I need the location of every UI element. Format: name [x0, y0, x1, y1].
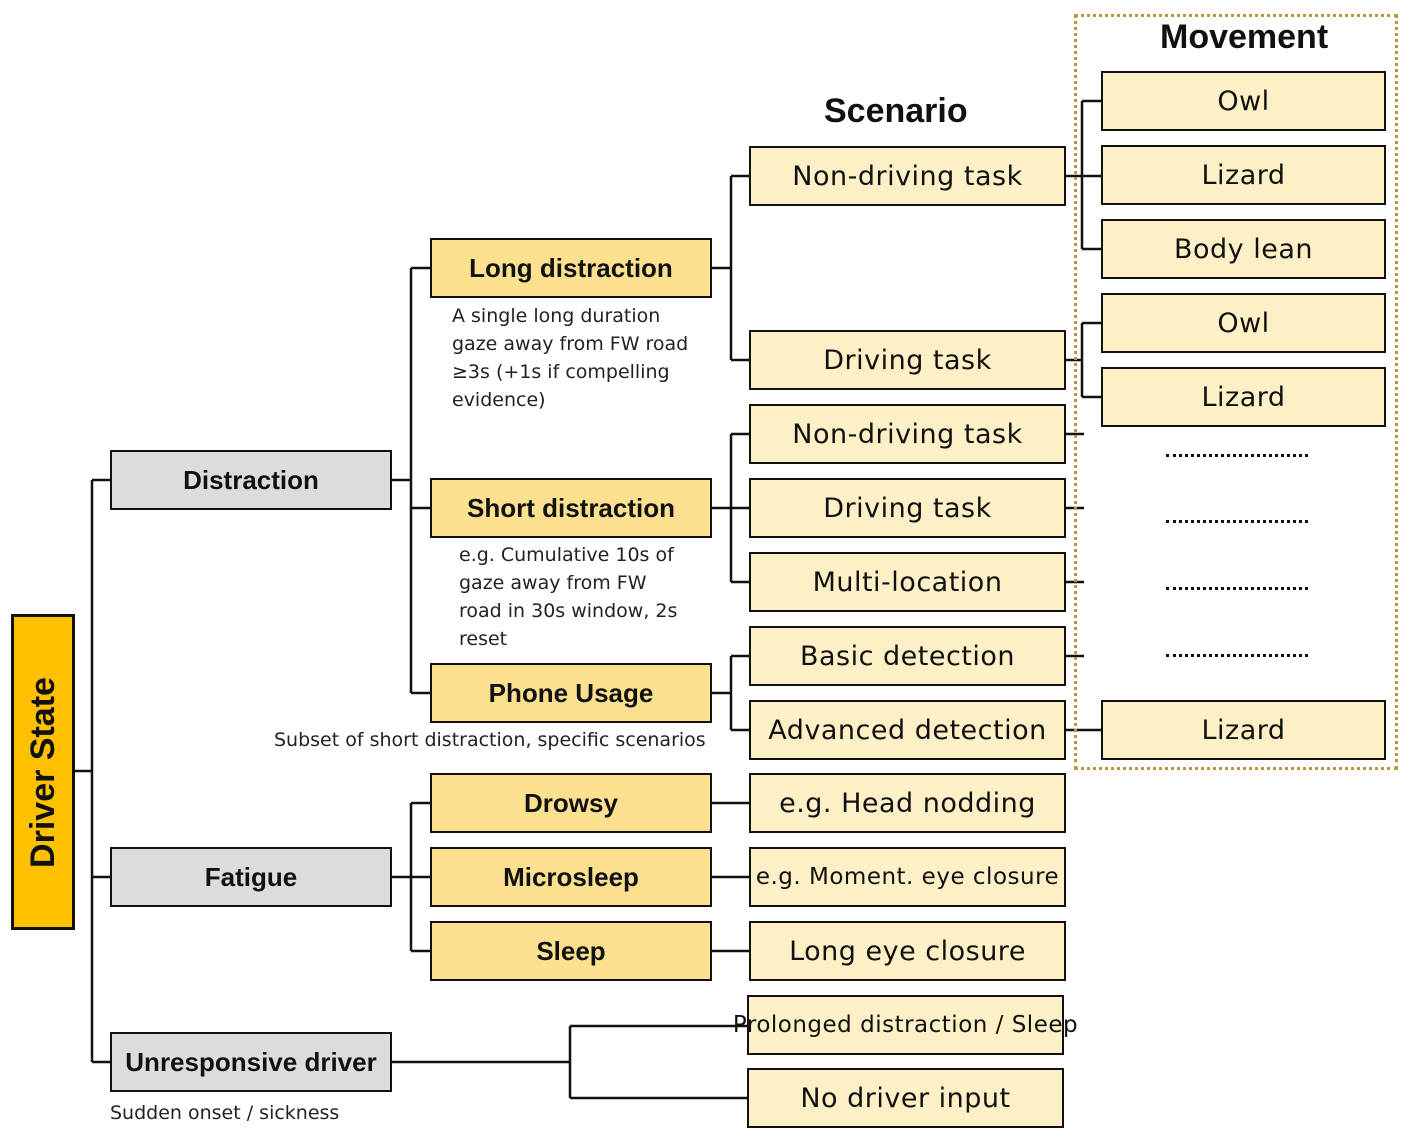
category-unresponsive-driver: Unresponsive driver — [110, 1032, 392, 1092]
note-line: gaze away from FW road — [452, 333, 689, 355]
movement-placeholder — [1166, 520, 1308, 523]
type-sleep: Sleep — [430, 921, 712, 981]
note-short-distraction: e.g. Cumulative 10s of gaze away from FW… — [459, 541, 677, 653]
scenario-long-eye-closure: Long eye closure — [749, 921, 1066, 981]
root-label: Driver State — [23, 676, 62, 868]
note-line: gaze away from FW — [459, 572, 647, 594]
note-line: ≥3s (+1s if compelling — [452, 361, 670, 383]
movement-heading: Movement — [1160, 18, 1329, 56]
scenario-head-nodding: e.g. Head nodding — [749, 773, 1066, 833]
note-line: evidence) — [452, 389, 546, 411]
root-node-driver-state: Driver State — [11, 614, 75, 930]
scenario-short-non-driving-task: Non-driving task — [749, 404, 1066, 464]
note-unresponsive: Sudden onset / sickness — [110, 1102, 340, 1124]
category-fatigue: Fatigue — [110, 847, 392, 907]
type-long-distraction: Long distraction — [430, 238, 712, 298]
movement-placeholder — [1166, 587, 1308, 590]
scenario-multi-location: Multi-location — [749, 552, 1066, 612]
scenario-prolonged-distraction-sleep: Prolonged distraction / Sleep — [733, 995, 1078, 1055]
scenario-short-driving-task: Driving task — [749, 478, 1066, 538]
note-phone-usage: Subset of short distraction, specific sc… — [274, 729, 706, 751]
movement-body-lean: Body lean — [1101, 219, 1386, 279]
type-phone-usage: Phone Usage — [430, 663, 712, 723]
note-long-distraction: A single long duration gaze away from FW… — [452, 302, 688, 414]
movement-lizard: Lizard — [1101, 145, 1386, 205]
movement-owl: Owl — [1101, 293, 1386, 353]
movement-lizard: Lizard — [1101, 700, 1386, 760]
scenario-long-driving-task: Driving task — [749, 330, 1066, 390]
scenario-long-non-driving-task: Non-driving task — [749, 146, 1066, 206]
scenario-basic-detection: Basic detection — [749, 626, 1066, 686]
movement-owl: Owl — [1101, 71, 1386, 131]
category-distraction: Distraction — [110, 450, 392, 510]
movement-placeholder — [1166, 454, 1308, 457]
type-short-distraction: Short distraction — [430, 478, 712, 538]
movement-group-frame — [1074, 14, 1398, 770]
note-line: road in 30s window, 2s — [459, 600, 678, 622]
note-line: reset — [459, 628, 508, 650]
type-drowsy: Drowsy — [430, 773, 712, 833]
movement-lizard: Lizard — [1101, 367, 1386, 427]
movement-placeholder — [1166, 654, 1308, 657]
scenario-advanced-detection: Advanced detection — [749, 700, 1066, 760]
scenario-heading: Scenario — [824, 92, 968, 130]
type-microsleep: Microsleep — [430, 847, 712, 907]
scenario-moment-eye-closure: e.g. Moment. eye closure — [749, 847, 1066, 907]
note-line: A single long duration — [452, 305, 661, 327]
scenario-no-driver-input: No driver input — [747, 1068, 1064, 1128]
note-line: e.g. Cumulative 10s of — [459, 544, 674, 566]
